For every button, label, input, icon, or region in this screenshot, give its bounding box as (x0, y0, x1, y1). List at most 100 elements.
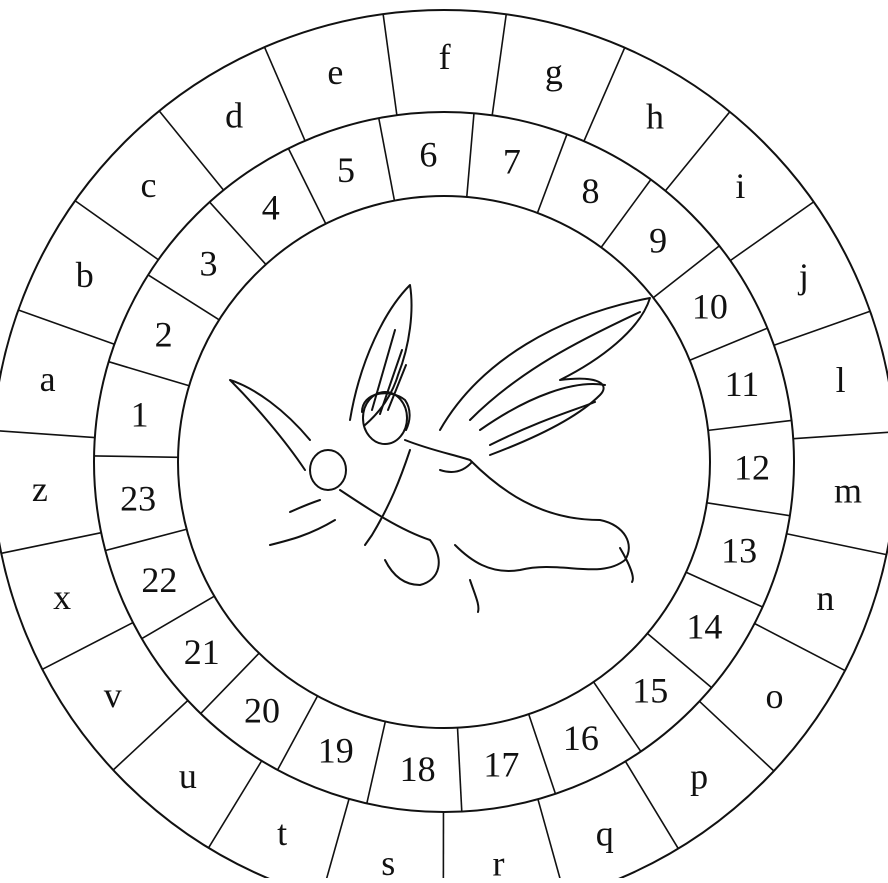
outer-divider (730, 202, 813, 261)
inner-divider (537, 134, 567, 213)
small-angel-head (310, 450, 346, 490)
number-8: 8 (581, 171, 599, 211)
outer-divider (159, 111, 223, 190)
letter-i: i (735, 166, 745, 206)
letter-r: r (493, 843, 505, 878)
number-21: 21 (184, 632, 220, 672)
inner-divider (94, 456, 178, 457)
number-17: 17 (483, 745, 519, 785)
inner-divider (467, 113, 474, 197)
letter-u: u (179, 756, 197, 796)
inner-divider (529, 714, 556, 794)
inner-divider (601, 180, 651, 248)
letter-n: n (816, 578, 834, 618)
number-18: 18 (400, 749, 436, 789)
number-5: 5 (337, 150, 355, 190)
number-3: 3 (200, 243, 218, 283)
number-16: 16 (563, 718, 599, 758)
outer-divider (665, 112, 729, 191)
inner-divider (278, 696, 318, 770)
inner-divider (458, 728, 462, 812)
outer-ring (0, 10, 888, 878)
inner-divider (690, 328, 768, 360)
angel-feet (470, 548, 633, 612)
number-10: 10 (692, 287, 728, 327)
middle-ring (94, 112, 794, 812)
inner-divider (288, 148, 325, 223)
number-6: 6 (419, 134, 437, 174)
letter-x: x (53, 577, 71, 617)
letter-h: h (646, 96, 664, 136)
inner-divider (367, 721, 386, 803)
outer-divider (699, 701, 773, 771)
letter-z: z (32, 469, 48, 509)
segment-dividers (0, 14, 888, 878)
number-1: 1 (131, 395, 149, 435)
letter-j: j (797, 256, 809, 296)
number-12: 12 (734, 447, 770, 487)
outer-divider (793, 432, 888, 439)
outer-divider (265, 47, 305, 141)
outer-divider (787, 534, 887, 555)
inner-divider (707, 503, 790, 516)
number-19: 19 (318, 730, 354, 770)
inner-divider (379, 118, 395, 201)
outer-divider (492, 14, 506, 115)
small-angel-arms (270, 500, 335, 545)
outer-divider (774, 311, 870, 345)
outer-divider (0, 430, 95, 437)
number-15: 15 (632, 671, 668, 711)
letter-d: d (225, 96, 243, 136)
angel-wing-front-feathers (470, 312, 640, 445)
number-13: 13 (721, 530, 757, 570)
letter-o: o (766, 676, 784, 716)
outer-divider (75, 201, 158, 260)
angel-wing-back (350, 285, 412, 425)
outer-divider (18, 310, 114, 344)
number-23: 23 (120, 479, 156, 519)
outer-divider (1, 533, 101, 554)
number-2: 2 (155, 314, 173, 354)
outer-divider (321, 799, 349, 878)
number-11: 11 (725, 364, 760, 404)
letter-v: v (104, 675, 122, 715)
outer-divider (584, 48, 625, 141)
outer-divider (625, 761, 678, 848)
letter-t: t (277, 813, 287, 853)
angel-illustration (230, 285, 650, 612)
letter-s: s (381, 843, 395, 878)
letter-b: b (76, 255, 94, 295)
inner-divider (686, 572, 762, 607)
letter-g: g (545, 52, 563, 92)
outer-divider (538, 799, 565, 878)
letter-l: l (836, 360, 846, 400)
number-20: 20 (244, 690, 280, 730)
inner-ring (178, 196, 710, 728)
outer-divider (383, 14, 397, 115)
inner-divider (708, 420, 791, 430)
angel-robe (405, 440, 629, 571)
letter-a: a (40, 359, 56, 399)
outer-divider (42, 623, 133, 670)
angel-sash (440, 462, 472, 472)
outer-divider (113, 701, 188, 771)
number-7: 7 (503, 142, 521, 182)
letter-p: p (690, 757, 708, 797)
letter-e: e (327, 52, 343, 92)
letter-q: q (596, 814, 614, 854)
number-14: 14 (686, 607, 722, 647)
number-4: 4 (262, 187, 280, 227)
outer-divider (755, 623, 845, 670)
number-9: 9 (649, 221, 667, 261)
number-22: 22 (141, 560, 177, 600)
inner-divider (109, 362, 189, 386)
inner-divider (210, 202, 266, 264)
small-angel-wing (230, 380, 310, 470)
angel-arm (365, 450, 410, 545)
letter-m: m (834, 470, 862, 510)
inner-divider (105, 529, 186, 550)
outer-divider (209, 761, 262, 848)
